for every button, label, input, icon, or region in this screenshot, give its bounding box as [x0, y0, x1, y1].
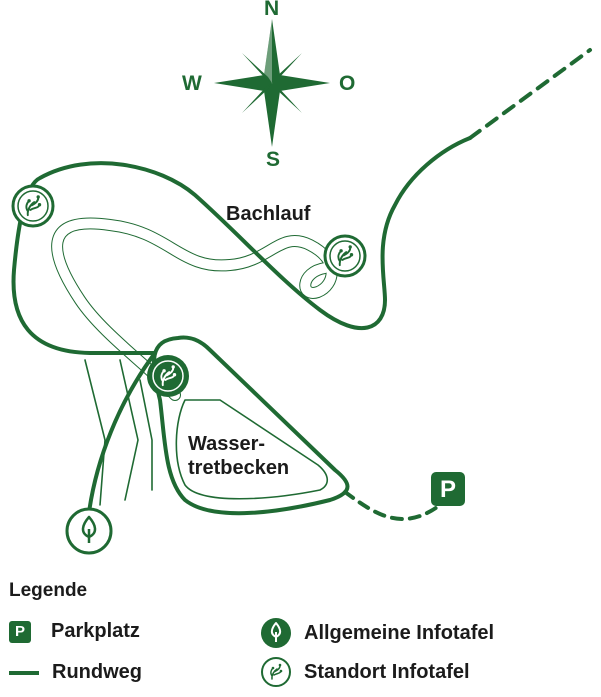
- general-info-icon: [261, 618, 291, 648]
- location-info-icon: [261, 657, 291, 687]
- legend-item-parkplatz: P Parkplatz: [9, 620, 140, 643]
- route-line-icon: [9, 670, 39, 675]
- compass-east: O: [339, 72, 356, 95]
- parking-sign-letter: P: [440, 476, 457, 503]
- location-info-icon[interactable]: [11, 184, 55, 228]
- label-wasser-line1: Wasser-: [188, 433, 266, 455]
- legend-label: Allgemeine Infotafel: [304, 621, 495, 644]
- parking-icon: P: [9, 620, 31, 643]
- compass-west: W: [182, 72, 202, 95]
- location-info-icon[interactable]: [147, 355, 189, 397]
- legend-title: Legende: [9, 580, 88, 601]
- legend-item-standort: Standort Infotafel: [260, 656, 470, 688]
- location-info-icon[interactable]: [323, 234, 367, 278]
- legend-item-rundweg: Rundweg: [9, 661, 142, 684]
- legend-label: Parkplatz: [51, 620, 140, 642]
- stream: [51, 217, 338, 506]
- label-wasser-line2: tretbecken: [188, 457, 290, 479]
- parking-icon[interactable]: [431, 472, 465, 506]
- general-info-icon[interactable]: [65, 507, 113, 555]
- label-bachlauf: Bachlauf: [226, 203, 311, 225]
- legend-label: Rundweg: [52, 661, 142, 683]
- compass-south: S: [266, 148, 281, 171]
- legend-label: Standort Infotafel: [304, 660, 470, 683]
- compass-north: N: [264, 0, 280, 20]
- compass-rose: [214, 19, 330, 147]
- legend-item-allgemeine: Allgemeine Infotafel: [260, 617, 494, 649]
